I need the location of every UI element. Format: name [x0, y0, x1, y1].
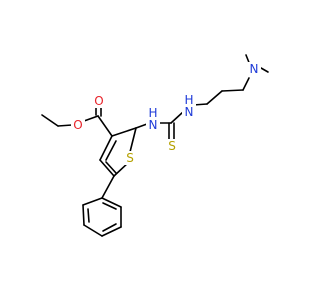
- bond-ring-c3-c2: [111, 127, 137, 137]
- atom-label-thiocarbonyl-s: S: [168, 139, 176, 153]
- bond-chain-3: [221, 89, 244, 92]
- atom-nh-right: H N: [182, 93, 196, 122]
- atom-label-nh-left-h: H: [148, 106, 157, 120]
- atom-label-ring-s: S: [126, 151, 134, 165]
- bond-ethyl-ch3: [41, 114, 59, 127]
- atom-label-n-dimethyl: N: [250, 62, 259, 76]
- bond-ph-2-double: [87, 208, 90, 223]
- atom-ester-o: O: [71, 118, 85, 132]
- bond-ph-6: [101, 197, 122, 208]
- bond-ph-4: [101, 226, 122, 237]
- bond-ester-o-c: [83, 115, 99, 122]
- bond-ester-c-ring: [97, 115, 113, 137]
- atom-label-ester-o: O: [73, 118, 82, 132]
- atom-label-nh-right-n: N: [185, 105, 194, 119]
- bond-c2-nh: [135, 123, 148, 129]
- bond-ph-4-double: [102, 223, 117, 232]
- bond-c5-phenyl: [101, 175, 115, 199]
- bond-n-me-1: [260, 67, 269, 73]
- atom-thiocarbonyl-s: S: [165, 139, 179, 153]
- bond-ethyl-ch2-o: [57, 124, 73, 127]
- molecule-structure: N H N H N S S O O: [41, 54, 269, 237]
- atom-label-carbonyl-o: O: [94, 94, 103, 108]
- bond-ring-c2-s: [129, 127, 137, 153]
- bond-ring-c3-c4: [99, 135, 113, 161]
- atom-label-nh-right-h: H: [184, 93, 193, 107]
- atom-nh-left: H N: [146, 106, 160, 134]
- bond-ring-c4-c5-double: [105, 161, 117, 174]
- bond-chain-2: [206, 90, 223, 105]
- atom-carbonyl-o: O: [92, 94, 106, 108]
- atom-n-dimethyl: N: [247, 62, 261, 76]
- bond-ph-3: [83, 224, 103, 237]
- bond-chain-4: [242, 77, 250, 91]
- bond-ph-1: [82, 197, 103, 206]
- bond-ph-2: [82, 204, 85, 226]
- bond-ph-6-double: [102, 202, 117, 210]
- atom-ring-s: S: [123, 151, 137, 165]
- bond-ring-c3-c4-double: [105, 140, 117, 161]
- bond-ring-c4-c5: [99, 159, 115, 177]
- bond-c-n2: [170, 111, 184, 124]
- bonds: [41, 54, 269, 237]
- atom-label-nh-left-n: N: [149, 118, 158, 132]
- atom-labels: N H N H N S S O O: [71, 62, 261, 165]
